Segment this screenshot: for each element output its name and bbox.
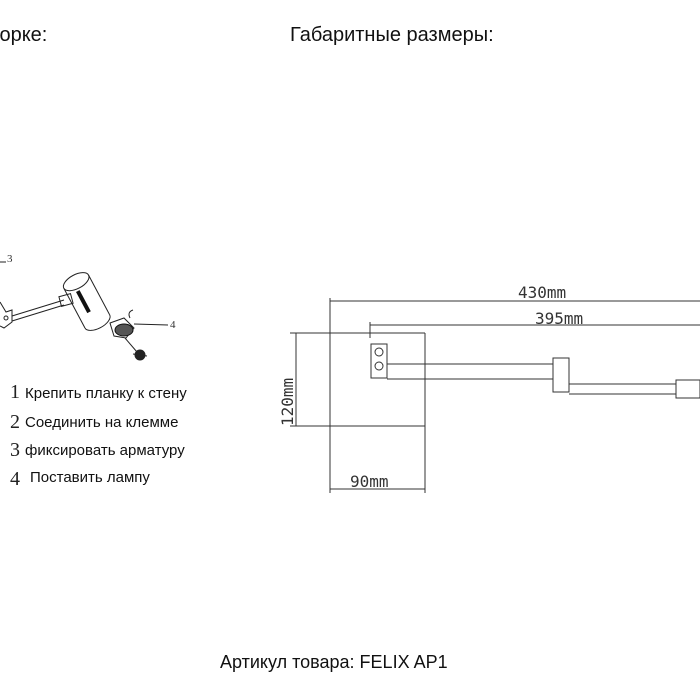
step-2-text: Соединить на клемме <box>25 414 179 431</box>
step-1-text: Крепить планку к стену <box>25 385 187 402</box>
lamp-head-partial <box>675 379 700 399</box>
lamp-body <box>62 272 111 331</box>
step-3-number: 3 <box>10 439 20 461</box>
callout-4-leader <box>133 323 169 326</box>
step-2-number: 2 <box>10 411 20 433</box>
clip-c <box>128 309 134 319</box>
lamp-socket <box>114 323 134 337</box>
wall-bracket-sketch <box>0 301 13 329</box>
dimensions-heading: Габаритные размеры: <box>290 24 494 46</box>
dimension-120-label: 120mm <box>278 378 297 426</box>
assembly-sketch <box>0 261 169 361</box>
callout-4-label: 4 <box>170 319 176 331</box>
dimension-430-label: 430mm <box>518 283 566 302</box>
dimension-90-label: 90mm <box>350 472 389 491</box>
assembly-heading: сборке: <box>0 24 48 46</box>
wall-plate-screw-bottom <box>374 361 384 371</box>
step-4-number: 4 <box>10 468 20 490</box>
step-1-number: 1 <box>10 381 20 403</box>
dimension-395-label: 395mm <box>535 309 583 328</box>
wall-plate <box>370 343 388 379</box>
arm-line-top <box>11 299 65 317</box>
step-3-text: фиксировать арматуру <box>25 442 185 459</box>
dimension-drawing <box>290 298 700 493</box>
article-number: Артикул товара: FELIX AP1 <box>220 652 448 672</box>
bulb-neck <box>124 337 138 353</box>
step-4-text: Поставить лампу <box>30 469 150 486</box>
arm-joint <box>58 293 74 307</box>
arm-line-bottom <box>11 304 65 322</box>
bracket-screw <box>3 315 9 321</box>
wall-plate-screw-top <box>374 347 384 357</box>
callout-3-label: 3 <box>7 253 13 265</box>
hinge-block <box>552 357 570 393</box>
